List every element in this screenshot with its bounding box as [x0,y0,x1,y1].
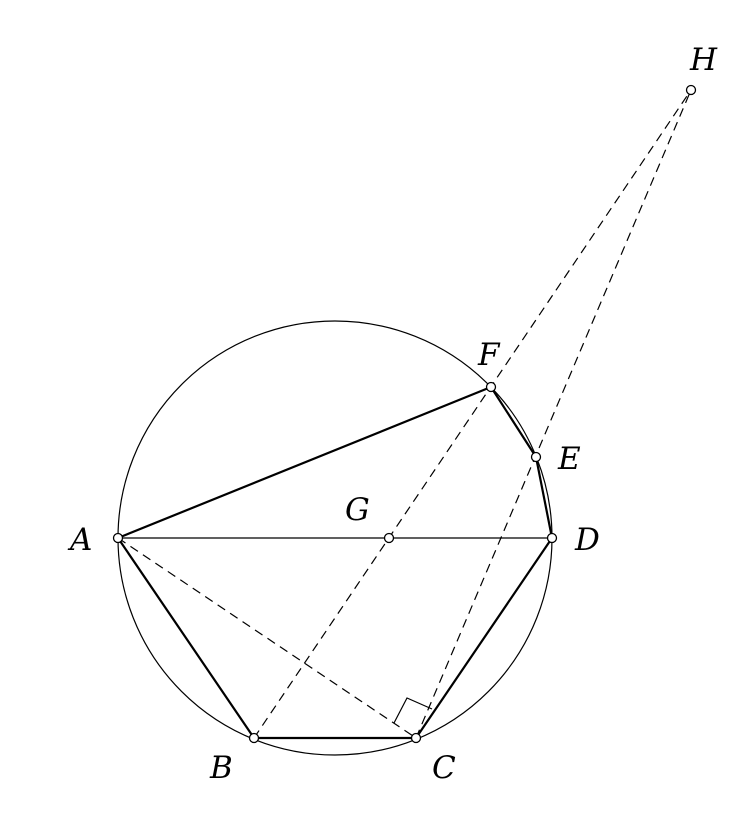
label-G: G [345,492,370,528]
point-B [248,732,260,744]
point-D [546,532,558,544]
label-A: A [67,522,92,558]
point-C [410,732,422,744]
point-A [112,532,124,544]
label-D: D [574,522,600,558]
point-G [383,532,395,544]
label-F: F [477,337,501,373]
right-angle-marker [393,697,433,724]
point-H [685,84,697,96]
hexagon-ABCDEF [116,385,554,740]
dashed-line-A-to-C [117,537,417,739]
dashed-line-B-to-H [253,89,692,739]
label-C: C [432,750,456,786]
label-B: B [209,750,233,786]
label-E: E [557,441,581,477]
point-F [485,381,497,393]
label-H: H [689,42,718,78]
dashed-line-C-to-H [415,89,692,739]
point-E [530,451,542,463]
